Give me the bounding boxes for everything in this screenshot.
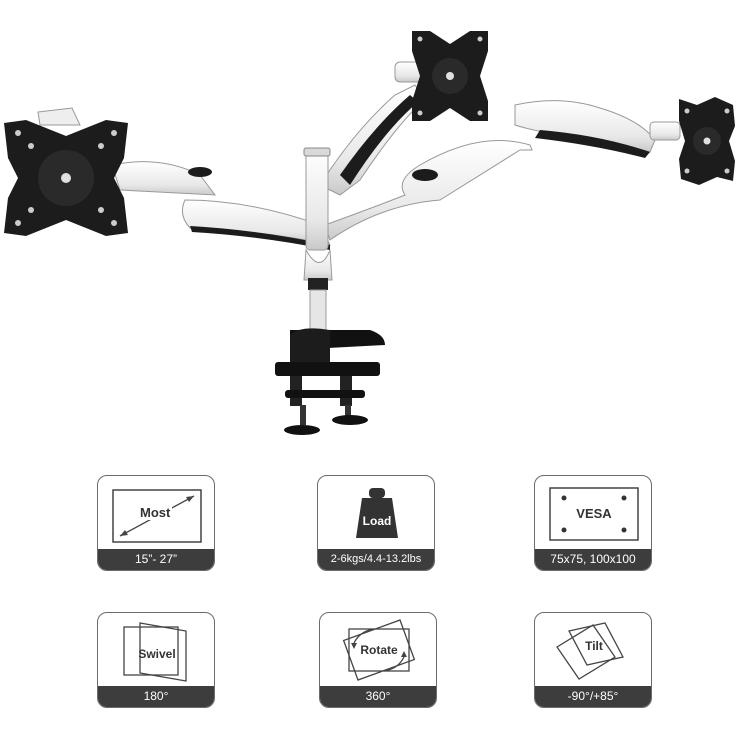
vesa-caption: 75x75, 100x100 bbox=[535, 549, 651, 570]
tilt-caption: -90°/+85° bbox=[535, 686, 651, 707]
right-arm bbox=[324, 100, 681, 241]
center-vesa-plate bbox=[412, 31, 488, 121]
tilt-badge: Tilt -90°/+85° bbox=[534, 612, 652, 708]
center-arm bbox=[319, 61, 426, 196]
left-arm bbox=[111, 161, 331, 250]
pole-and-clamp bbox=[275, 147, 385, 435]
load-caption: 2-6kgs/4.4-13.2lbs bbox=[318, 549, 434, 570]
load-label: Load bbox=[362, 514, 392, 528]
weight-icon bbox=[356, 488, 398, 538]
rotate-badge: Rotate 360° bbox=[319, 612, 437, 708]
swivel-icon bbox=[123, 622, 187, 682]
rotate-label: Rotate bbox=[360, 643, 398, 657]
monitor-arm-product-image bbox=[4, 31, 735, 435]
weight-badge: Load 2-6kgs/4.4-13.2lbs bbox=[317, 475, 435, 571]
rotate-caption: 360° bbox=[320, 686, 436, 707]
swivel-badge: Swivel 180° bbox=[97, 612, 215, 708]
vesa-label: VESA bbox=[576, 506, 612, 521]
tilt-label: Tilt bbox=[585, 639, 603, 653]
screen-size-label: Most bbox=[138, 505, 173, 520]
rotate-icon bbox=[342, 619, 416, 681]
tilt-icon bbox=[556, 622, 624, 680]
left-vesa-plate bbox=[4, 120, 128, 236]
screen-size-badge: Most 15”- 27” bbox=[97, 475, 215, 571]
swivel-caption: 180° bbox=[98, 686, 214, 707]
swivel-label: Swivel bbox=[138, 647, 176, 661]
screen-size-caption: 15”- 27” bbox=[98, 549, 214, 570]
right-vesa-plate bbox=[679, 97, 735, 185]
vesa-icon bbox=[549, 487, 639, 541]
vesa-badge: VESA 75x75, 100x100 bbox=[534, 475, 652, 571]
